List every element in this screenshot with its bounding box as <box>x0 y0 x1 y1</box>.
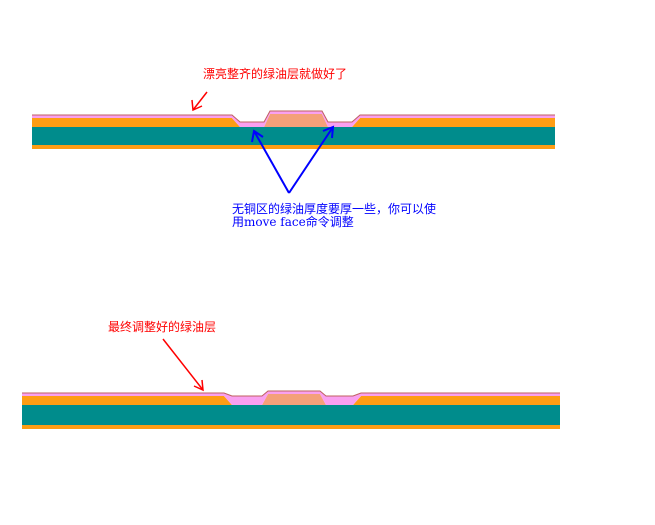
solder-mask-edge-line <box>22 390 560 397</box>
annotation-bottom-note: 最终调整好的绿油层 <box>108 320 217 334</box>
copper-layer-left <box>32 118 240 127</box>
center-pad <box>262 394 326 405</box>
bottom-copper-strip <box>32 144 555 149</box>
blue-arrows <box>251 125 335 194</box>
core-layer <box>22 405 560 425</box>
red-arrow-bottom <box>162 338 204 392</box>
copper-layer-right <box>352 118 555 127</box>
annotation-middle-note-line2: 用move face命令调整 <box>232 215 354 229</box>
solder-mask-edge-line <box>32 110 555 123</box>
annotation-middle-note-line1: 无铜区的绿油厚度要厚一些，你可以使 <box>232 202 437 216</box>
pcb-cross-section-bottom <box>22 390 560 429</box>
annotation-top-note: 漂亮整齐的绿油层就做好了 <box>203 67 348 81</box>
pcb-cross-section-top <box>32 110 555 149</box>
copper-layer-right <box>353 396 560 405</box>
center-pad <box>264 114 328 127</box>
solder-mask-layer <box>22 391 560 405</box>
bottom-copper-strip <box>22 424 560 429</box>
copper-layer-left <box>22 396 232 405</box>
core-layer <box>32 127 555 145</box>
red-arrow-top <box>191 91 208 112</box>
